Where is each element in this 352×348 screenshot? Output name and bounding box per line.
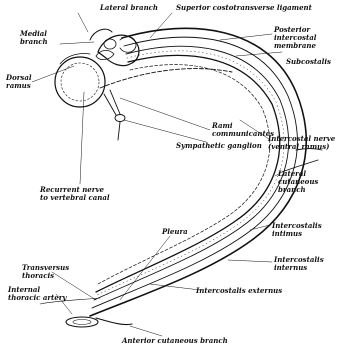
label-intercostalis-intimus: Intercostalis intimus — [272, 222, 322, 238]
label-intercostalis-externus: Intercostalis externus — [196, 287, 282, 295]
spinal-canal — [104, 39, 116, 49]
ganglion-shape — [115, 115, 125, 122]
label-intercostal-nerve: Intercostal nerve (ventral ramus) — [268, 135, 335, 151]
label-sympathetic-ganglion: Sympathetic ganglion — [176, 142, 262, 150]
label-internal-thoracic-artery: Internal thoracic artery — [8, 286, 67, 302]
label-pleura: Pleura — [162, 228, 188, 236]
label-lateral-cutaneous-branch: Lateral cutaneous branch — [278, 170, 318, 194]
sympathetic-trunk — [104, 90, 125, 140]
rib-and-intercostal-space — [90, 28, 306, 316]
label-recurrent-nerve: Recurrent nerve to vertebral canal — [40, 186, 110, 202]
intercostal-nerve-course — [100, 69, 322, 172]
anterior-region — [40, 298, 132, 327]
label-dorsal-ramus: Dorsal ramus — [6, 74, 32, 90]
vertebral-body — [55, 57, 105, 107]
label-subcostalis: Subcostalis — [286, 58, 331, 66]
label-anterior-cutaneous-branch: Anterior cutaneous branch — [122, 337, 228, 345]
label-posterior-intercostal-membrane: Posterior intercostal membrane — [274, 26, 316, 50]
label-intercostalis-internus: Intercostalis internus — [274, 256, 324, 272]
label-superior-costotransverse-ligament: Superior costotransverse ligament — [176, 4, 312, 12]
vertebra — [55, 29, 139, 107]
label-medial-branch: Medial branch — [20, 30, 48, 46]
label-rami-communicantes: Rami communicantes — [212, 122, 274, 138]
label-lateral-branch: Lateral branch — [100, 4, 158, 12]
label-transversus-thoracis: Transversus thoracis — [22, 264, 69, 280]
